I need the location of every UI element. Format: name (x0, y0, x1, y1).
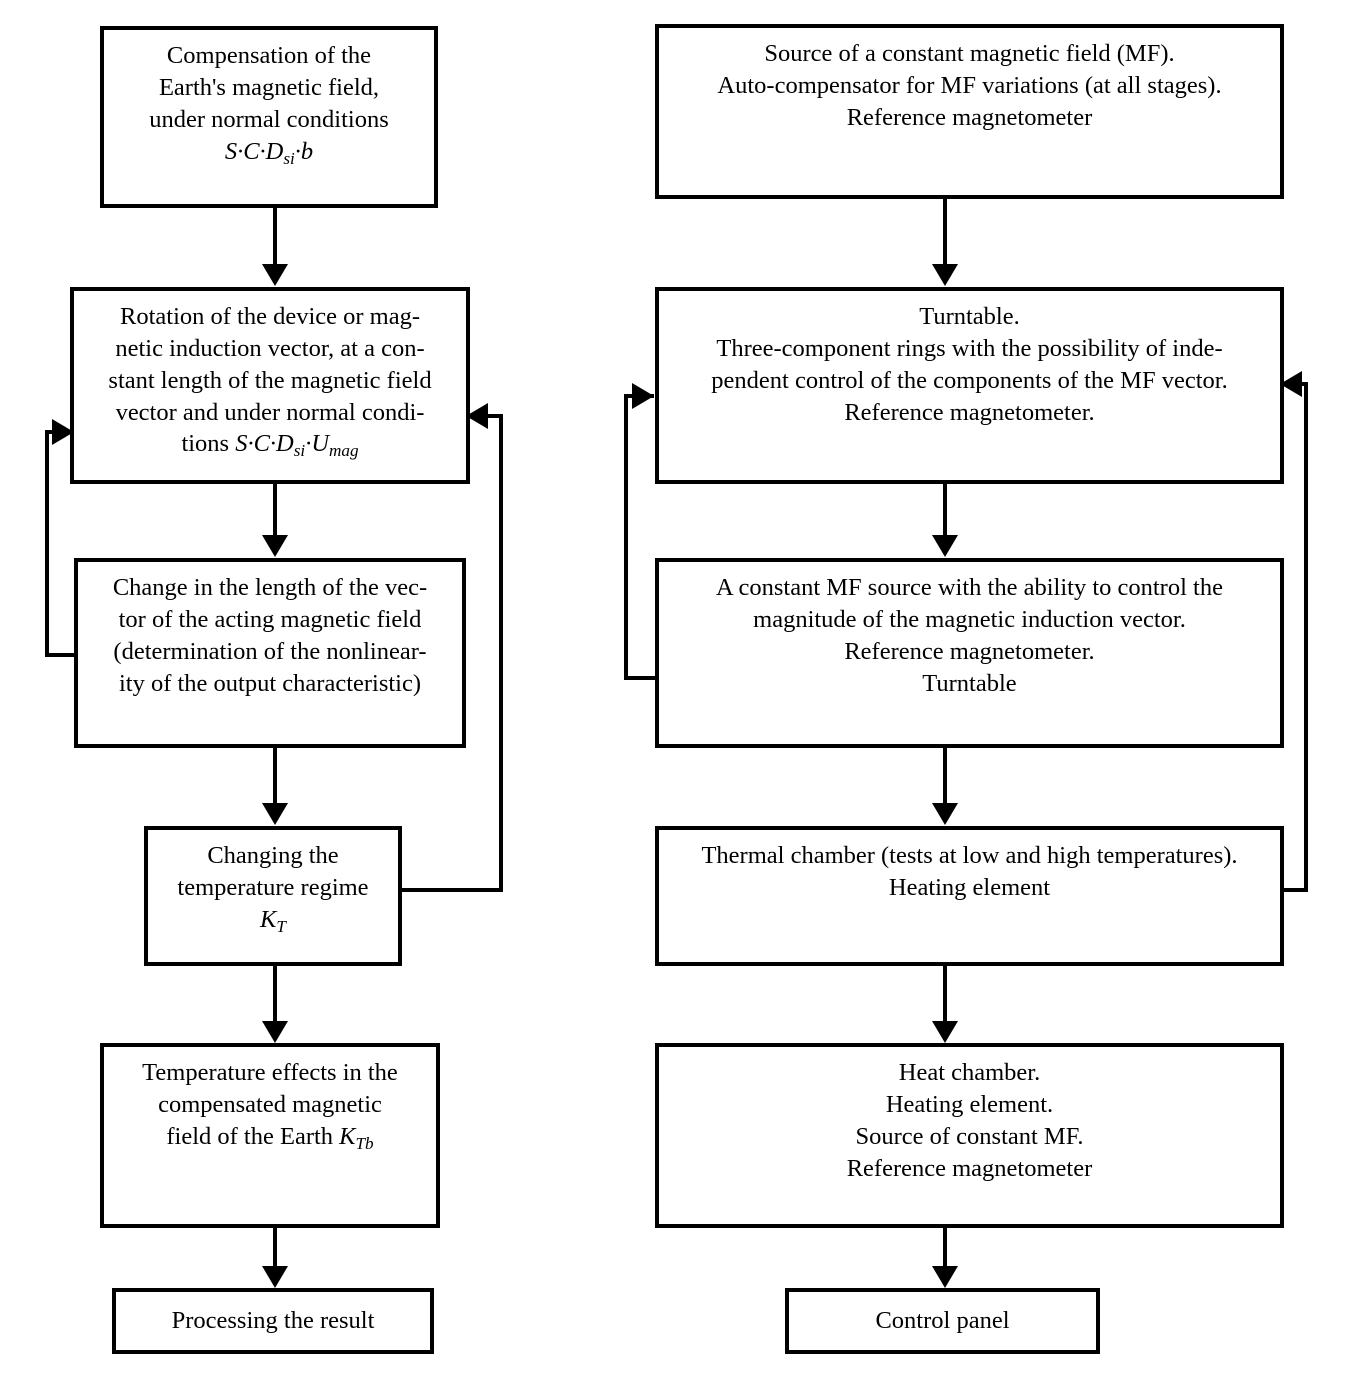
connector-right-feedback-a-vertical (624, 394, 628, 680)
arrowhead-left-flow-5 (262, 1266, 288, 1288)
box-temperature-effects[interactable]: Temperature effects in the compensated m… (100, 1043, 440, 1228)
formula-mid: ·U (305, 430, 330, 458)
box-rotation[interactable]: Rotation of the device or mag- netic ind… (70, 287, 470, 484)
formula-sub: T (276, 916, 286, 936)
box-compensation-line-1: Compensation of the (166, 42, 372, 69)
box-control-panel-label: Control panel (875, 1307, 1010, 1334)
box-turntable-rings-line-2: Three-component rings with the possibili… (716, 334, 1223, 362)
box-constant-mf-source-line-2: magnitude of the magnetic induction vect… (753, 605, 1186, 633)
box-thermal-chamber-line-1: Thermal chamber (tests at low and high t… (701, 842, 1238, 869)
box-compensation-line-2: Earth's magnetic field, (158, 73, 380, 101)
box-mf-source-line-1: Source of a constant magnetic field (MF)… (764, 40, 1175, 67)
box-heat-chamber-line-1: Heat chamber. (898, 1059, 1041, 1086)
box-turntable-rings[interactable]: Turntable. Three-component rings with th… (655, 287, 1284, 484)
box-temperature-effects-line-2: compensated magnetic (158, 1090, 382, 1118)
arrowhead-left-flow-4 (262, 1021, 288, 1043)
box-change-length-line-1: Change in the length of the vec- (112, 574, 428, 601)
formula-sub: Tb (355, 1133, 374, 1153)
connector-left-feedback-b-bottom (398, 888, 503, 892)
arrowhead-right-flow-2 (932, 535, 958, 557)
box-heat-chamber-line-4: Reference magnetometer (846, 1154, 1093, 1182)
arrowhead-right-feedback-b (1280, 371, 1302, 397)
box-compensation[interactable]: Compensation of the Earth's magnetic fie… (100, 26, 438, 208)
box-thermal-chamber[interactable]: Thermal chamber (tests at low and high t… (655, 826, 1284, 966)
box-constant-mf-source-line-4: Turntable (922, 669, 1017, 697)
connector-left-flow-3 (273, 748, 277, 804)
box-change-length-line-4: ity of the output characteristic) (118, 669, 422, 697)
connector-right-flow-4 (943, 966, 947, 1022)
box-rotation-line-3: stant length of the magnetic field (108, 366, 432, 394)
arrowhead-left-flow-1 (262, 264, 288, 286)
box-change-length-line-3: (determination of the nonlinear- (113, 637, 427, 665)
formula-sub: si (283, 148, 295, 168)
arrowhead-right-flow-5 (932, 1266, 958, 1288)
formula-main: K (339, 1122, 356, 1150)
box-compensation-formula: S·C·Dsi·b (104, 136, 434, 170)
box-temperature-effects-formula: field of the Earth KTb (104, 1121, 436, 1155)
box-constant-mf-source-line-1: A constant MF source with the ability to… (716, 574, 1223, 601)
box-rotation-line-1: Rotation of the device or mag- (119, 303, 421, 330)
box-mf-source-line-3: Reference magnetometer (846, 103, 1093, 131)
arrowhead-left-flow-3 (262, 803, 288, 825)
box-temperature-regime-formula: KT (148, 904, 398, 938)
box-rotation-line-4: vector and under normal condi- (115, 398, 425, 426)
box-mf-source[interactable]: Source of a constant magnetic field (MF)… (655, 24, 1284, 199)
connector-left-flow-1 (273, 208, 277, 266)
connector-left-flow-4 (273, 966, 277, 1022)
arrowhead-right-flow-4 (932, 1021, 958, 1043)
box-thermal-chamber-line-2: Heating element (888, 873, 1051, 901)
box-turntable-rings-line-3: pendent control of the components of the… (711, 366, 1228, 394)
formula-sub: si (293, 441, 306, 461)
box-temperature-regime-line-2: temperature regime (177, 873, 369, 901)
connector-right-feedback-b-vertical (1304, 382, 1308, 892)
box-control-panel[interactable]: Control panel (785, 1288, 1100, 1354)
box-compensation-line-3: under normal conditions (149, 105, 389, 133)
box-rotation-formula: tions S·C·Dsi·Umag (74, 428, 466, 462)
box-heat-chamber-line-3: Source of constant MF. (855, 1122, 1084, 1150)
connector-left-feedback-a-vertical (45, 430, 49, 657)
connector-right-flow-1 (943, 199, 947, 266)
box-processing-result-label: Processing the result (171, 1307, 375, 1334)
box-temperature-effects-line-1: Temperature effects in the (142, 1059, 398, 1086)
box-turntable-rings-line-4: Reference magnetometer. (844, 398, 1095, 426)
formula-main: S·C·D (224, 137, 284, 165)
box-rotation-line-2: netic induction vector, at a con- (115, 334, 425, 362)
formula-main: K (260, 905, 277, 933)
formula-sub2: mag (329, 441, 359, 461)
box-mf-source-line-2: Auto-compensator for MF variations (at a… (717, 71, 1222, 99)
connector-right-flow-2 (943, 484, 947, 536)
connector-right-flow-3 (943, 748, 947, 804)
arrowhead-right-flow-1 (932, 264, 958, 286)
arrowhead-left-flow-2 (262, 535, 288, 557)
connector-left-flow-2 (273, 484, 277, 536)
formula-prefix: field of the Earth (166, 1122, 340, 1150)
connector-left-flow-5 (273, 1228, 277, 1267)
box-temperature-regime[interactable]: Changing the temperature regime KT (144, 826, 402, 966)
arrowhead-right-feedback-a (632, 383, 654, 409)
box-change-length[interactable]: Change in the length of the vec- tor of … (74, 558, 466, 748)
formula-main: S·C·D (235, 430, 294, 458)
box-processing-result[interactable]: Processing the result (112, 1288, 434, 1354)
arrowhead-left-feedback-b (466, 403, 488, 429)
connector-left-feedback-a-bottom (45, 653, 78, 657)
box-change-length-line-2: tor of the acting magnetic field (118, 605, 422, 633)
connector-left-feedback-b-vertical (499, 414, 503, 892)
box-turntable-rings-line-1: Turntable. (919, 303, 1020, 330)
box-heat-chamber[interactable]: Heat chamber. Heating element. Source of… (655, 1043, 1284, 1228)
arrowhead-left-feedback-a (52, 419, 74, 445)
formula-prefix: tions (181, 430, 236, 458)
box-temperature-regime-line-1: Changing the (207, 842, 339, 869)
connector-right-feedback-b-bottom (1280, 888, 1308, 892)
box-constant-mf-source-line-3: Reference magnetometer. (844, 637, 1095, 665)
box-heat-chamber-line-2: Heating element. (885, 1090, 1054, 1118)
connector-right-feedback-a-bottom (624, 676, 659, 680)
box-constant-mf-source[interactable]: A constant MF source with the ability to… (655, 558, 1284, 748)
arrowhead-right-flow-3 (932, 803, 958, 825)
connector-right-flow-5 (943, 1228, 947, 1267)
formula-tail: ·b (294, 137, 314, 165)
